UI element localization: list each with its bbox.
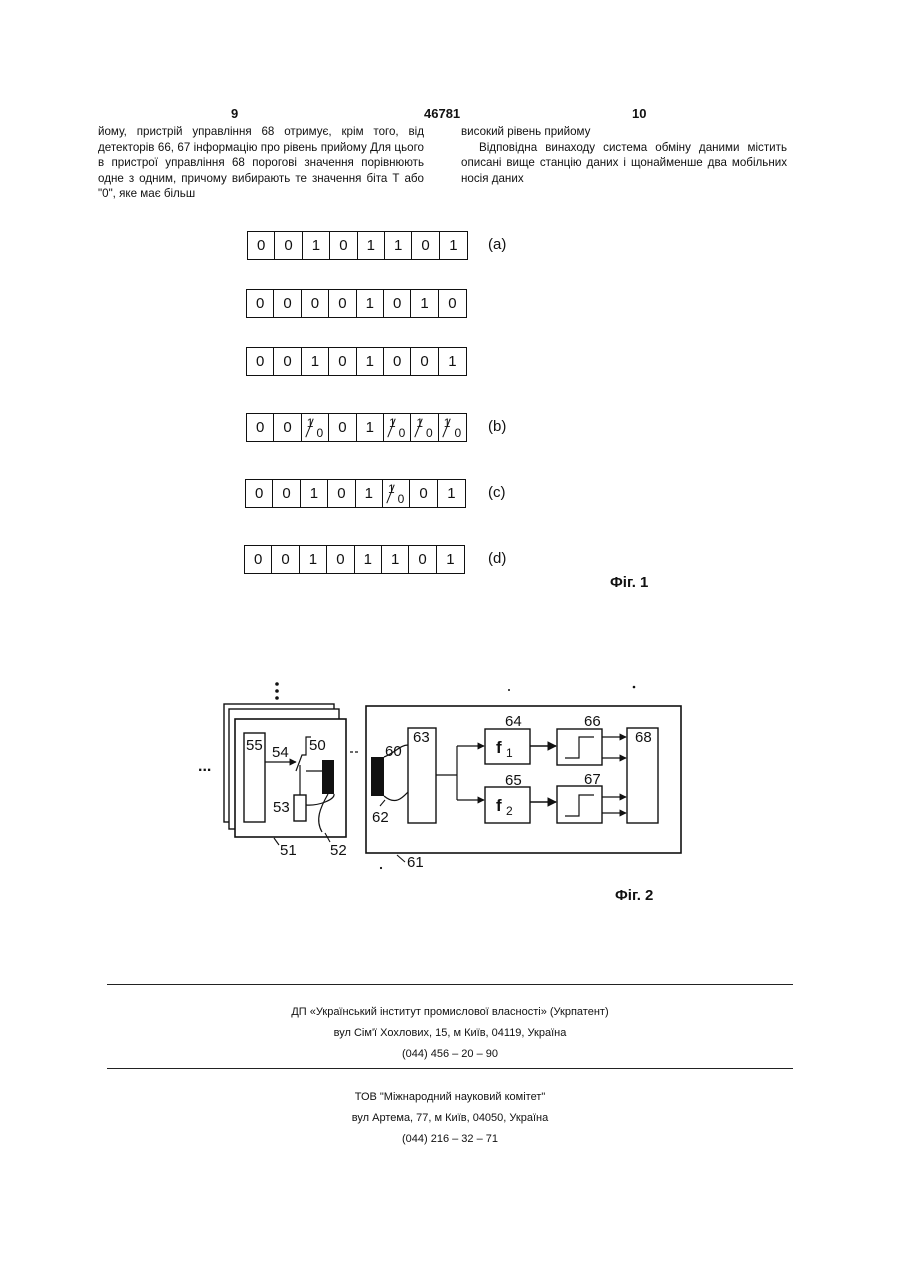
label-50: 50 [309,737,326,754]
label-68: 68 [635,729,652,746]
dot [275,689,279,693]
footer-address-1: вул Сім'ї Хохлових, 15, м Київ, 04119, У… [0,1027,900,1039]
footer-phone-1: (044) 456 – 20 – 90 [0,1048,900,1060]
label-60: 60 [385,743,402,760]
speck [633,686,636,689]
label-66: 66 [584,713,601,730]
f2-subscript: 2 [506,804,513,818]
footer-address-2: вул Артема, 77, м Київ, 04050, Україна [0,1112,900,1124]
footer-divider-top [107,984,793,985]
f2-label: f [496,796,502,815]
figure-2-caption: Фіг. 2 [615,887,653,904]
label-54: 54 [272,744,289,761]
label-64: 64 [505,713,522,730]
f1-subscript: 1 [506,746,513,760]
f1-label: f [496,738,502,757]
footer-phone-2: (044) 216 – 32 – 71 [0,1133,900,1145]
label-65: 65 [505,772,522,789]
label-55: 55 [246,737,263,754]
footer-org-1: ДП «Український інститут промислової вла… [0,1006,900,1018]
label-63: 63 [413,729,430,746]
dot [275,682,279,686]
leader-51 [274,838,279,845]
speck [380,867,382,869]
label-61: 61 [407,854,424,871]
ellipsis-left: ... [198,758,211,775]
figure-2-diagram: ... 55 54 50 53 51 52 60 62 63 64 65 66 … [0,0,900,900]
speck [508,689,510,691]
footer-divider-bottom [107,1068,793,1069]
footer-org-2: ТОВ "Міжнародний науковий комітет" [0,1091,900,1103]
block-53 [294,795,306,821]
label-51: 51 [280,842,297,859]
leader-61 [397,855,405,862]
antenna-50 [322,760,334,794]
label-52: 52 [330,842,347,859]
label-62: 62 [372,809,389,826]
antenna-60 [371,757,384,796]
label-53: 53 [273,799,290,816]
label-67: 67 [584,771,601,788]
dot [275,696,279,700]
